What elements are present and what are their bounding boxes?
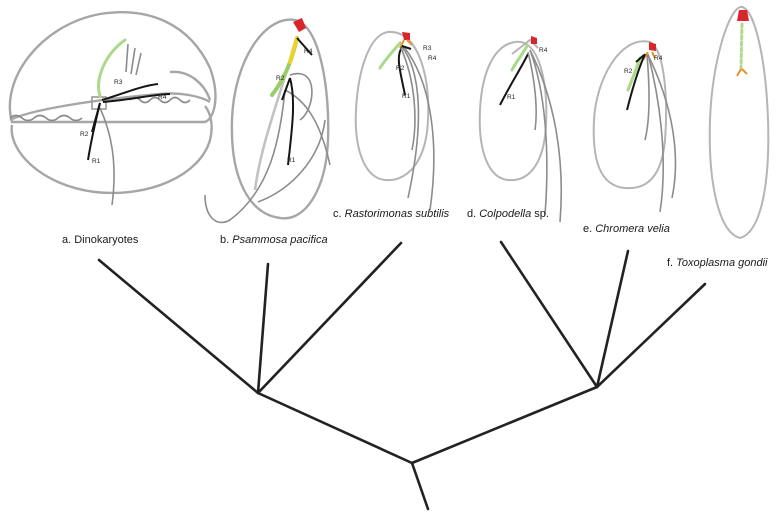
- root-label-r2: R2: [80, 131, 89, 138]
- taxon-label-b: b. Psammosa pacifica: [220, 234, 328, 246]
- taxon-label-a: a. Dinokaryotes: [62, 234, 138, 246]
- taxon-label-e: e. Chromera velia: [583, 223, 670, 235]
- taxon-label-f: f. Toxoplasma gondii: [667, 257, 768, 269]
- root-label-r3: R3: [114, 79, 123, 86]
- taxon-label-name: Rastorimonas subtilis: [344, 208, 450, 220]
- root-label-r1: R1: [287, 157, 296, 164]
- root-label-r3: R3: [423, 45, 432, 52]
- root-label-r1: R1: [507, 94, 516, 101]
- taxon-label-prefix: d.: [467, 208, 480, 220]
- panel-b-cell-drawing: R2 R4 R1: [204, 18, 331, 224]
- panel-d-cell-drawing: R4 R1: [478, 36, 563, 223]
- root-label-r2: R2: [624, 68, 633, 75]
- panel-e-cell-drawing: R4 R2: [592, 40, 677, 213]
- taxon-label-prefix: b.: [220, 234, 233, 246]
- taxon-label-prefix: a.: [62, 234, 75, 246]
- taxon-label-name: Toxoplasma gondii: [676, 257, 768, 269]
- taxon-label-d: d. Colpodella sp.: [467, 208, 549, 220]
- root-label-r4: R4: [428, 55, 437, 62]
- taxon-label-name: Psammosa pacifica: [232, 234, 328, 246]
- taxon-label-prefix: e.: [583, 223, 596, 235]
- root-label-r4: R4: [539, 47, 548, 54]
- root-label-r2: R2: [276, 75, 285, 82]
- panel-f-cell-drawing: [708, 6, 770, 240]
- taxon-label-name: Dinokaryotes: [74, 234, 139, 246]
- panel-c-cell-drawing: R3 R4 R2 R1: [354, 30, 437, 211]
- root-label-r4: R4: [654, 55, 663, 62]
- taxon-label-name: Chromera velia: [595, 223, 670, 235]
- taxon-label-name: Colpodella: [479, 208, 532, 220]
- root-label-r1: R1: [92, 158, 101, 165]
- taxon-label-prefix: f.: [667, 257, 677, 269]
- taxon-label-prefix: c.: [333, 208, 345, 220]
- root-label-r1: R1: [402, 93, 411, 100]
- phylogenetic-tree: [97, 240, 707, 511]
- root-label-r2: R2: [396, 65, 405, 72]
- taxon-label-c: c. Rastorimonas subtilis: [333, 208, 449, 220]
- taxon-label-suffix: sp.: [531, 208, 549, 220]
- root-label-r4: R4: [304, 48, 313, 55]
- root-label-r4: R4: [158, 94, 167, 101]
- panel-a-cell-drawing: R3 R4 R2 R1: [8, 11, 217, 206]
